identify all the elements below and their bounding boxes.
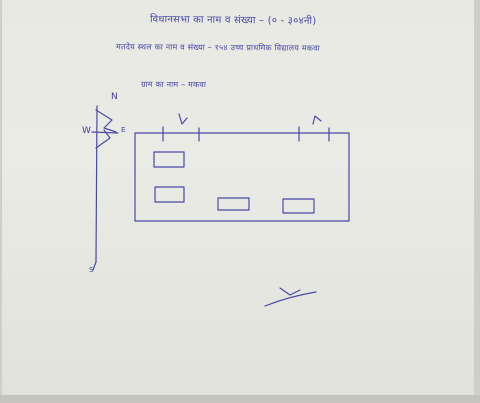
entry-arrow-left <box>178 113 188 125</box>
entry-arrow-right <box>312 115 322 125</box>
signature-stroke <box>264 291 317 307</box>
building-outline <box>134 132 350 222</box>
compass-south-tail <box>92 261 97 271</box>
signature-loop <box>279 287 301 296</box>
compass-south-label: S <box>89 266 94 274</box>
compass-north-label: N <box>111 92 118 102</box>
room-box-1 <box>153 151 185 168</box>
compass-vertical-line <box>95 105 98 263</box>
room-box-4 <box>282 198 315 214</box>
room-box-2 <box>154 186 185 203</box>
compass-arrow-upper <box>95 109 117 133</box>
photo-bottom-edge <box>0 395 480 403</box>
compass-horizontal-tick <box>91 131 119 134</box>
room-box-3 <box>217 197 250 211</box>
compass-west-label: W <box>82 126 91 136</box>
compass-east-label: E <box>121 126 126 134</box>
